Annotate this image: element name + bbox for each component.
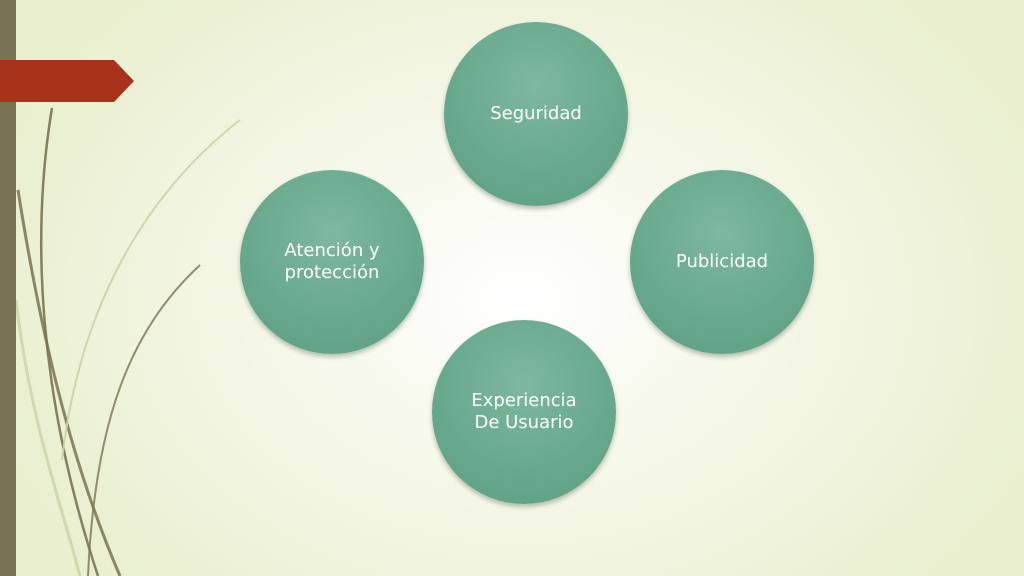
node-atencion-y-proteccion: Atención y protección — [240, 170, 424, 354]
arrow-tab-shape — [0, 60, 134, 102]
node-experiencia-de-usuario: Experiencia De Usuario — [432, 320, 616, 504]
node-seguridad: Seguridad — [444, 22, 628, 206]
node-label: Atención y protección — [284, 240, 380, 283]
decorative-vines — [14, 107, 241, 576]
node-label: Publicidad — [675, 251, 769, 272]
left-accent-bar — [0, 0, 16, 576]
node-label: Experiencia De Usuario — [471, 390, 577, 433]
node-publicidad: Publicidad — [630, 170, 814, 354]
node-label: Seguridad — [490, 103, 582, 124]
